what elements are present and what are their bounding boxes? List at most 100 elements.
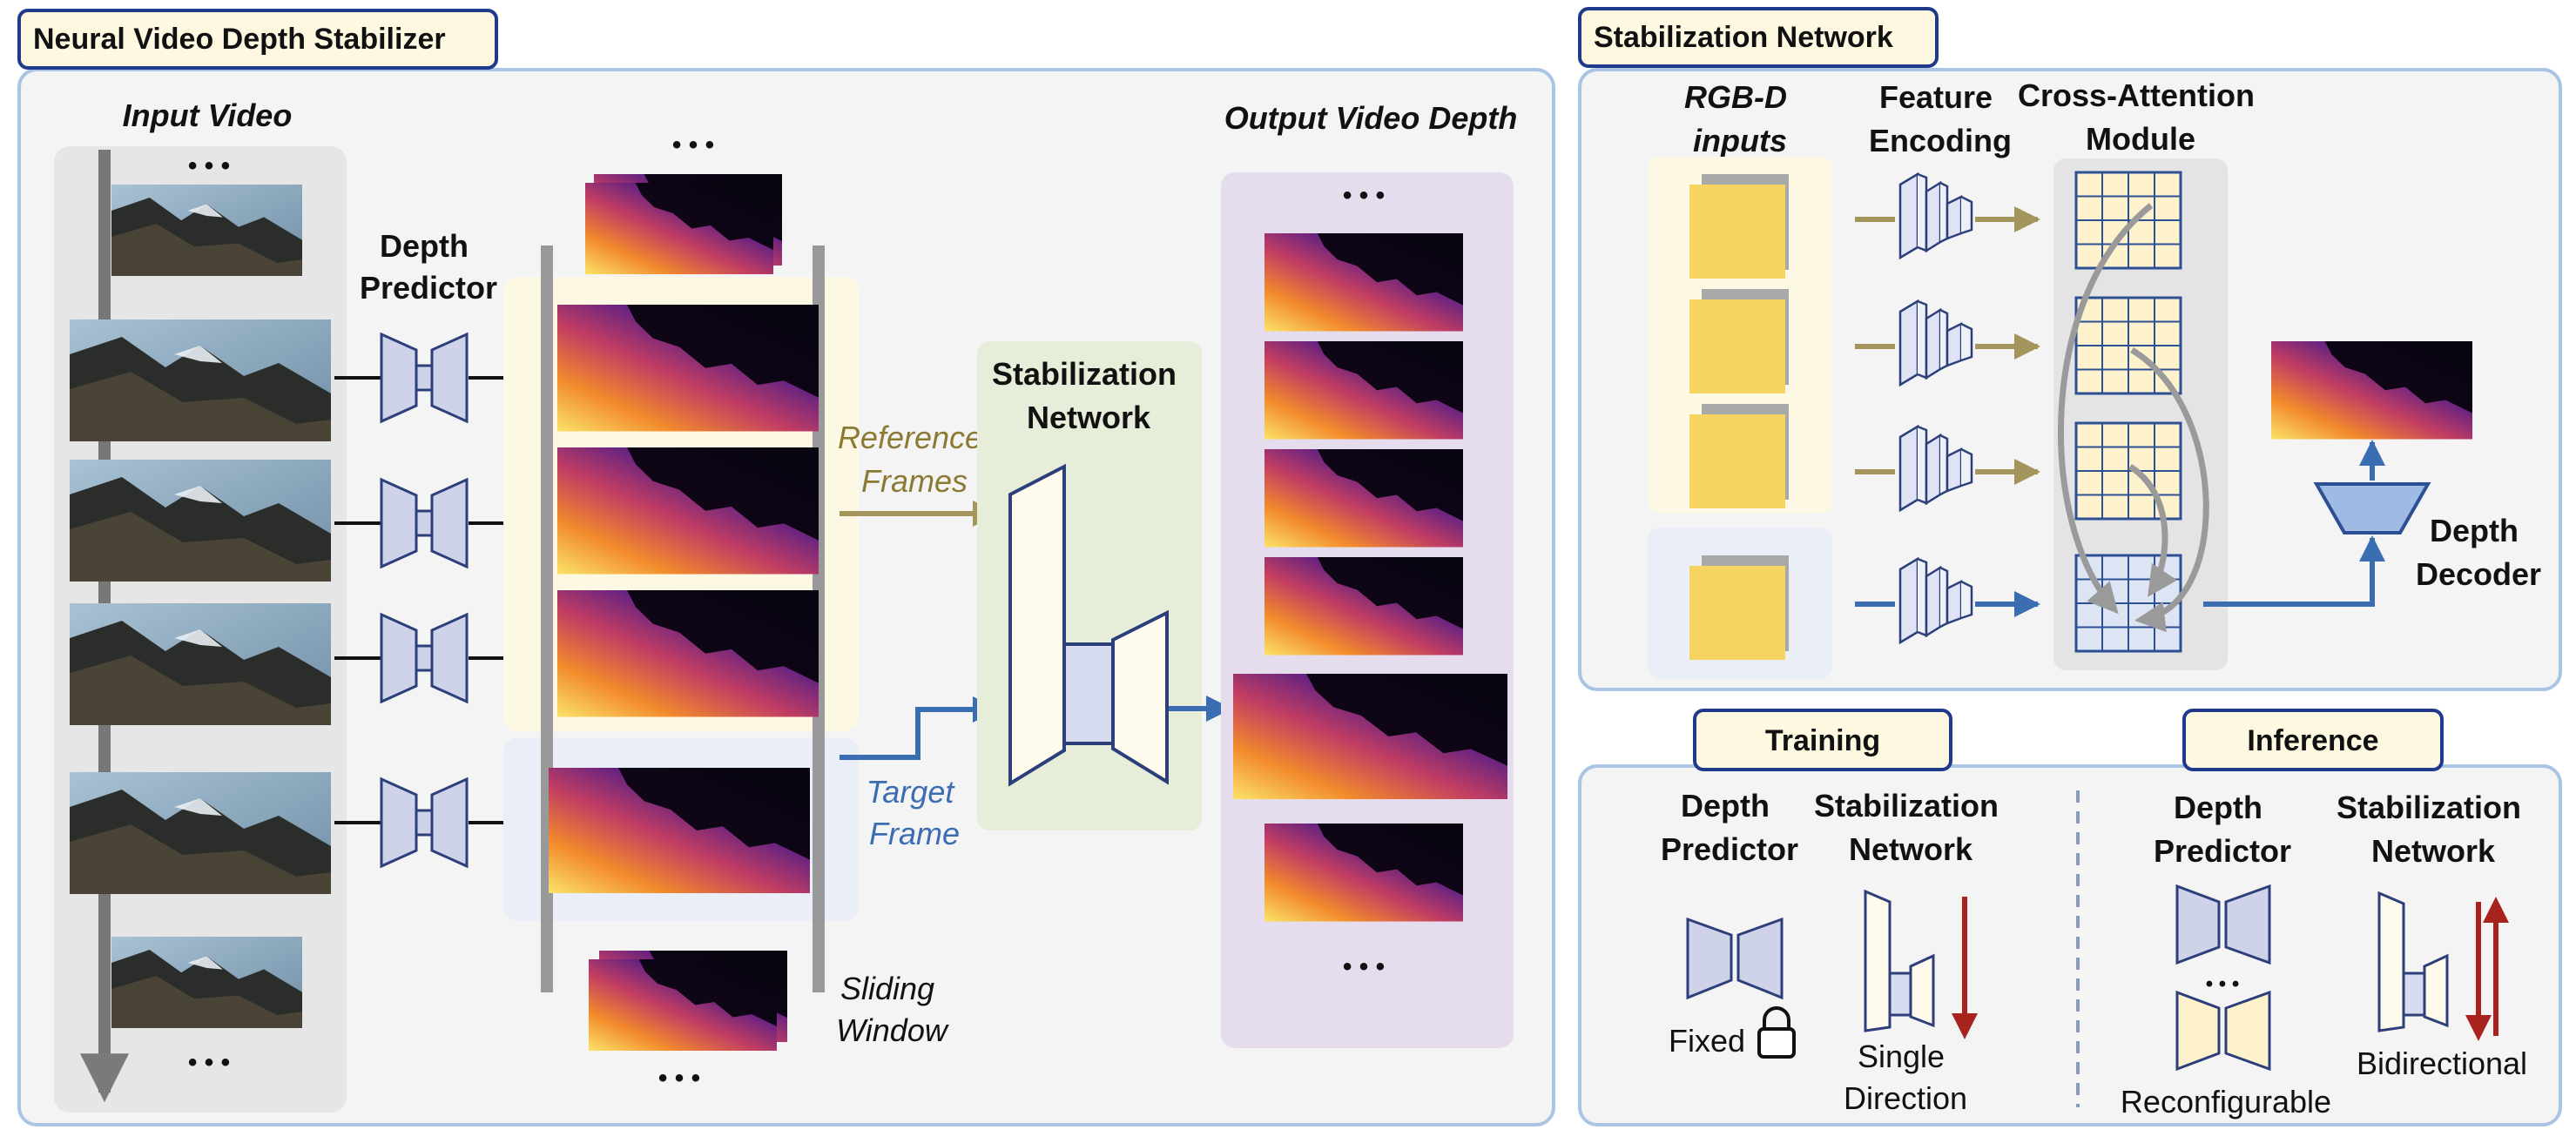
input-ellipsis-bottom: • • • xyxy=(188,1048,230,1077)
unet-icon xyxy=(1008,463,1169,787)
output-frame-5 xyxy=(1264,824,1463,922)
depth-frame-small-top xyxy=(585,183,773,274)
fixed-label: Fixed xyxy=(1669,1023,1745,1059)
bidirectional-label: Bidirectional xyxy=(2357,1046,2527,1081)
single-direction-line1: Single xyxy=(1858,1039,1945,1074)
depth-ellipsis-bottom: • • • xyxy=(658,1064,700,1093)
rgbd-input-3 xyxy=(1689,404,1789,508)
inference-stabilization-label: Stabilization Network xyxy=(2337,790,2530,869)
attention-arrow-1 xyxy=(2058,203,2154,615)
depth-frame-3 xyxy=(557,590,819,717)
training-tab-box xyxy=(1693,709,1952,771)
rgbd-inputs-label-line1: RGB-D xyxy=(1684,79,1787,115)
left-panel: Neural Video Depth Stabilizer Input Vide… xyxy=(17,9,1555,1126)
output-frame-target xyxy=(1233,674,1507,799)
target-frame-label-line1: Target xyxy=(867,774,956,810)
training-depth-predictor-label: Depth Predictor xyxy=(1661,788,1798,867)
right-top-title: Stabilization Network xyxy=(1594,21,1893,54)
output-frame-3 xyxy=(1264,449,1463,548)
depth-frame-2 xyxy=(557,447,819,575)
reconfigurable-label: Reconfigurable xyxy=(2121,1084,2331,1119)
inference-depth-predictor-label: Depth Predictor xyxy=(2154,790,2291,869)
single-direction-label: Single Direction xyxy=(1844,1039,1967,1116)
rgbd-input-1 xyxy=(1689,174,1789,279)
attention-grid-1 xyxy=(2074,171,2182,270)
depth-frame-target xyxy=(549,768,810,893)
inference-stabilization-line2: Network xyxy=(2371,833,2496,869)
output-frame-4 xyxy=(1264,557,1463,656)
decoded-depth-output xyxy=(2271,341,2472,440)
input-frame-small-bottom xyxy=(111,937,302,1028)
inference-tab-box xyxy=(2182,709,2444,771)
inference-predictor-icon xyxy=(2175,884,2271,965)
inference-depth-predictor-line1: Depth xyxy=(2174,790,2262,825)
target-arrow xyxy=(840,696,999,760)
target-frame-label-line2: Frame xyxy=(869,816,960,851)
output-ellipsis-top: • • • xyxy=(1343,181,1385,210)
output-frame-2 xyxy=(1264,341,1463,440)
lock-icon xyxy=(1757,1006,1796,1059)
training-stabilization-line2: Network xyxy=(1849,831,1973,867)
depth-frame-1 xyxy=(557,305,819,432)
attention-zone xyxy=(2053,158,2228,670)
attention-arrow-2 xyxy=(2130,347,2209,633)
training-depth-predictor-line1: Depth xyxy=(1681,788,1770,824)
depth-ellipsis-top: • • • xyxy=(672,131,714,159)
input-frame-4 xyxy=(70,772,331,894)
training-stabilization-label: Stabilization Network xyxy=(1814,788,2007,867)
output-ellipsis-bottom: • • • xyxy=(1343,952,1385,981)
left-panel-title-box xyxy=(17,9,498,70)
reference-frames-label-line1: Reference xyxy=(838,420,982,455)
sliding-window-label-line1: Sliding xyxy=(840,971,934,1006)
feature-encoding-label-line2: Encoding xyxy=(1869,123,2012,158)
inference-ellipsis: • • • xyxy=(2206,972,2240,996)
depth-decoder-label-line1: Depth xyxy=(2430,513,2519,548)
output-video-label: Output Video Depth xyxy=(1224,100,1518,136)
attention-grid-3 xyxy=(2074,421,2182,521)
output-frame-1 xyxy=(1264,233,1463,332)
input-ellipsis-top: • • • xyxy=(188,151,230,180)
target-frame-label: Target Frame xyxy=(867,774,963,851)
rgbd-input-target xyxy=(1689,555,1789,660)
feature-encoding-label: Feature Encoding xyxy=(1869,79,2012,158)
sliding-window-label: Sliding Window xyxy=(836,971,949,1048)
stabilization-network-label-line2: Network xyxy=(1027,400,1151,435)
input-frame-2 xyxy=(70,460,331,582)
rgbd-inputs-label-line2: inputs xyxy=(1693,123,1787,158)
attention-to-decoder-arrow xyxy=(2203,535,2385,607)
rgbd-inputs-label: RGB-D inputs xyxy=(1684,79,1796,158)
stabilization-network-panel: Stabilization Network RGB-D inputs Featu… xyxy=(1578,7,2562,691)
training-depth-predictor-line2: Predictor xyxy=(1661,831,1798,867)
bottom-panel-frame xyxy=(1578,764,2562,1126)
training-tab-label: Training xyxy=(1765,724,1880,757)
cross-attention-label-line1: Cross-Attention xyxy=(2018,77,2255,113)
right-top-title-box xyxy=(1578,7,1939,68)
depth-predictor-label: Depth Predictor xyxy=(360,228,497,306)
depth-predictor-label-line1: Depth xyxy=(380,228,469,264)
reference-frames-label: Reference Frames xyxy=(838,420,991,499)
feature-encoding-label-line1: Feature xyxy=(1879,79,1993,115)
depth-predictor-label-line2: Predictor xyxy=(360,270,497,306)
reference-frames-label-line2: Frames xyxy=(861,463,968,499)
input-frame-small-top xyxy=(111,185,302,276)
input-video-label: Input Video xyxy=(123,97,293,133)
single-direction-line2: Direction xyxy=(1844,1080,1967,1116)
rgbd-input-2 xyxy=(1689,289,1789,393)
cross-attention-label-line2: Module xyxy=(2086,121,2195,157)
training-stabilization-line1: Stabilization xyxy=(1814,788,1999,824)
depth-decoder-label: Depth Decoder xyxy=(2416,513,2541,592)
sliding-window-label-line2: Window xyxy=(836,1012,949,1048)
input-frame-1 xyxy=(70,319,331,441)
stabilization-network-label: Stabilization Network xyxy=(992,356,1185,435)
inference-unet-icon xyxy=(2377,891,2449,1032)
stabilization-network-label-line1: Stabilization xyxy=(992,356,1177,392)
depth-decoder-icon xyxy=(2313,482,2431,535)
left-panel-title: Neural Video Depth Stabilizer xyxy=(33,23,446,56)
depth-decoder-label-line2: Decoder xyxy=(2416,556,2541,592)
inference-stabilization-line1: Stabilization xyxy=(2337,790,2521,825)
attention-arrow-3 xyxy=(2128,464,2178,597)
training-predictor-icon xyxy=(1686,917,1784,1000)
inference-depth-predictor-line2: Predictor xyxy=(2154,833,2291,869)
depth-frame-small-bottom xyxy=(589,959,777,1051)
